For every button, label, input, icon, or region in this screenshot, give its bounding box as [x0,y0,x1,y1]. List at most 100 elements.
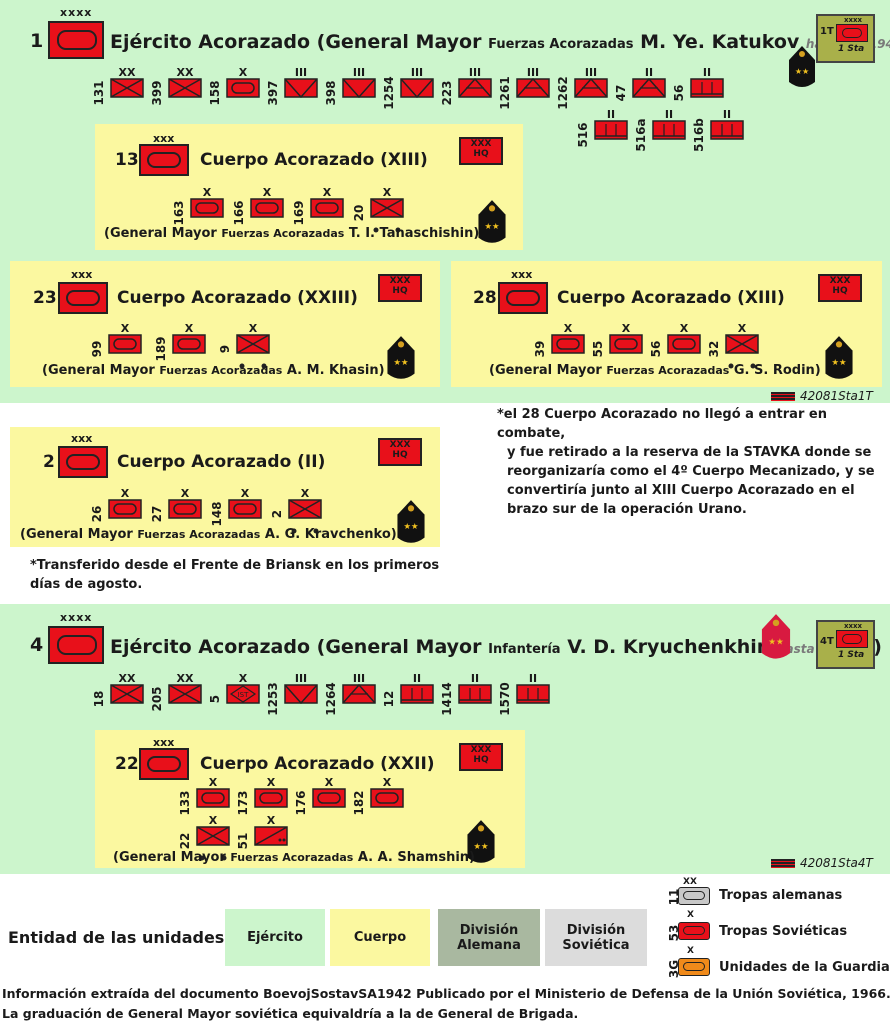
unit-symbol [254,826,288,846]
unit-echelon: X [240,487,250,500]
unit-number: 20 [352,204,366,222]
unit-number: 398 [324,80,338,106]
unit-number: 173 [236,790,250,816]
corps-22-title: Cuerpo Acorazado (XXII) [200,754,435,774]
army-4-symbol [48,626,104,664]
corps-13-title: Cuerpo Acorazado (XIII) [200,150,428,170]
unit-number: 2 [270,509,284,519]
corps-2-number: 2 [43,452,55,472]
unit-symbol [551,334,585,354]
corps-23-echelon: xxx [71,268,93,281]
unit-symbol [400,78,434,98]
unit-number: 166 [232,200,246,226]
svg-text:★★: ★★ [485,221,500,231]
unit-echelon: X [238,66,248,79]
unit-symbol [254,788,288,808]
unit-symbol [190,198,224,218]
unit-symbol [196,788,230,808]
unit-symbol [458,78,492,98]
unit-number: 182 [352,790,366,816]
army-1-counter: 1T xxxx 1 Sta [816,14,875,63]
legend-guard-label: Unidades de la Guardia [719,960,890,975]
unit-echelon: II [702,66,712,79]
wheels-icon [290,519,320,538]
unit-symbol [108,499,142,519]
unit-symbol [108,334,142,354]
unit-echelon: X [737,322,747,335]
note-corps-2: *Transferido desde el Frente de Briansk … [30,558,440,592]
unit-number: 12 [382,690,396,708]
unit-echelon: XX [176,66,194,79]
legend-title: Entidad de las unidades: [8,928,231,947]
unit-symbol [168,684,202,704]
unit-number: 133 [178,790,192,816]
unit-echelon: X [322,186,332,199]
unit-number: 516 [576,122,590,148]
svg-text:IST: IST [238,691,250,699]
unit-symbol [725,334,759,354]
unit-symbol [690,78,724,98]
soviet-flag-icon [771,859,795,868]
corps-28-number: 28 [473,288,497,308]
counter-id: 1T [820,26,834,37]
legend-german-echelon: XX [683,877,697,887]
corps-2-commander: (General Mayor Fuerzas Acorazadas A. G. … [20,527,397,542]
unit-symbol [609,334,643,354]
unit-echelon: X [266,814,276,827]
wheels-icon [372,218,402,237]
unit-number: 18 [92,690,106,708]
unit-number: 1261 [498,76,512,110]
unit-number: 55 [591,340,605,358]
unit-echelon: X [563,322,573,335]
wheels-icon [727,354,757,373]
unit-symbol [236,334,270,354]
corps-23-symbol [58,282,108,314]
corps-23-number: 23 [33,288,57,308]
unit-symbol: IST [226,684,260,704]
svg-text:★★: ★★ [768,638,784,648]
unit-number: 169 [292,200,306,226]
general-badge-icon: ★★ [825,336,853,379]
army-1-echelon: xxxx [60,6,93,19]
army-1-number: 1 [30,30,44,52]
unit-echelon: X [300,487,310,500]
counter-echelon: xxxx [844,622,863,630]
reference-code-1: 42081Sta1T [800,389,873,403]
legend-soviet-label: Tropas Soviéticas [719,924,848,939]
unit-number: 516b [692,118,706,152]
unit-echelon: X [120,487,130,500]
corps-23-commander: (General Mayor Fuerzas Acorazadas A. M. … [42,363,385,378]
unit-echelon: X [208,776,218,789]
counter-sub: 1 Sta [838,44,865,54]
unit-number: 131 [92,80,106,106]
army-4-counter: 4T xxxx 1 Sta [816,620,875,669]
unit-echelon: XX [176,672,194,685]
unit-echelon: II [606,108,616,121]
unit-symbol [284,78,318,98]
unit-number: 1264 [324,682,338,716]
unit-echelon: X [262,186,272,199]
footer-note: La graduación de General Mayor soviética… [2,1006,579,1021]
army-4-echelon: xxxx [60,611,93,624]
unit-number: 47 [614,84,628,102]
general-badge-icon: ★★ [387,336,415,379]
unit-symbol [196,826,230,846]
legend-guard-echelon: X [687,946,694,956]
unit-number: 5 [208,694,222,704]
reference-code-4: 42081Sta4T [800,856,873,870]
unit-echelon: XX [118,66,136,79]
corps-22-number: 22 [115,754,139,774]
unit-number: 9 [218,344,232,354]
general-infantry-badge-icon: ★★ [761,614,791,659]
corps-2-echelon: xxx [71,432,93,445]
unit-symbol [342,78,376,98]
unit-symbol [250,198,284,218]
unit-echelon: X [202,186,212,199]
unit-symbol [110,78,144,98]
unit-echelon: X [621,322,631,335]
unit-number: 399 [150,80,164,106]
unit-symbol [226,78,260,98]
unit-number: 26 [90,505,104,523]
